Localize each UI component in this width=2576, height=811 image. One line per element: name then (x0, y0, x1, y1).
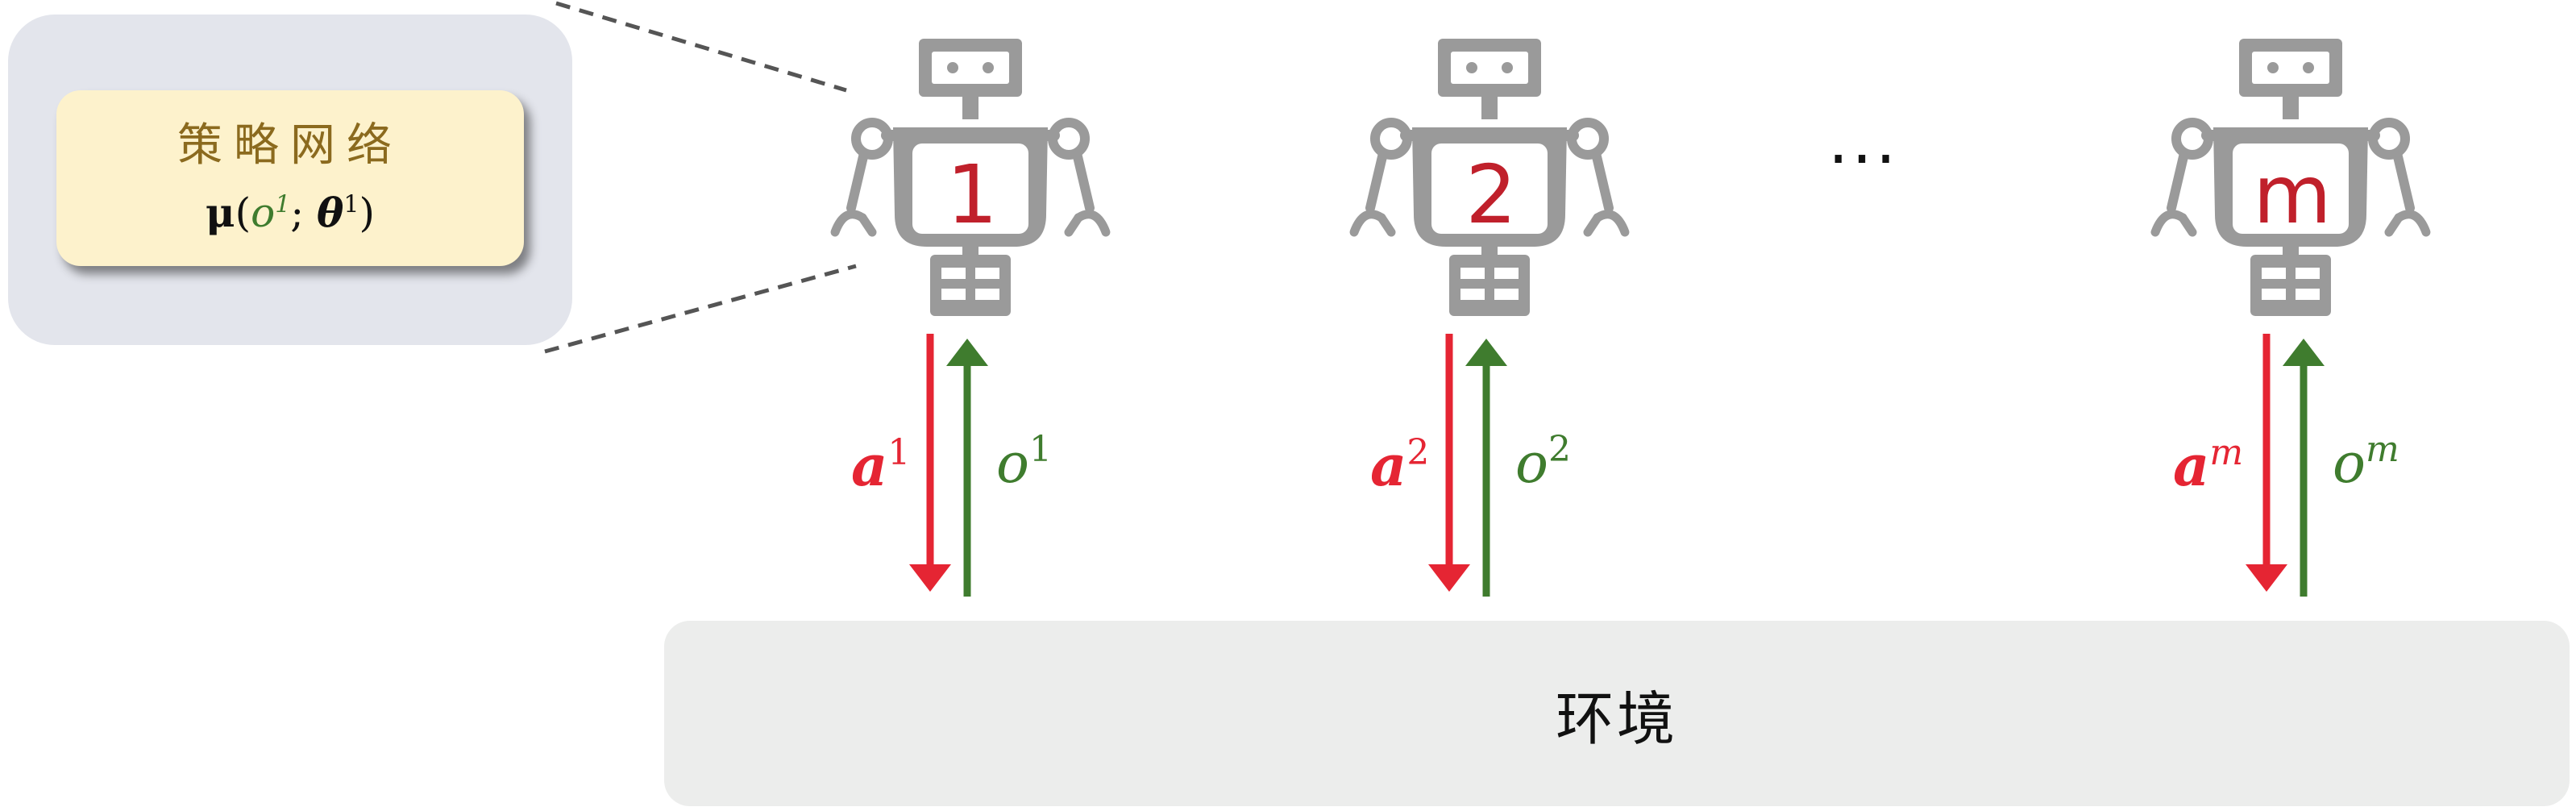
theta-letter: θ (317, 189, 344, 236)
obs-symbol-2: o (1515, 432, 1548, 496)
formula-paren-close: ) (359, 189, 376, 236)
action-symbol-2: a (1370, 432, 1407, 499)
action-label-2: a2 (1370, 435, 1429, 494)
action-sup-2: 2 (1406, 432, 1430, 473)
action-arrowhead-2 (1428, 564, 1470, 592)
obs-symbol-1: o (996, 432, 1029, 496)
policy-network-card: 策略网络 μ(o1; θ1) (56, 90, 524, 266)
observation-arrowhead-2 (1465, 339, 1507, 366)
obs-symbol-m: o (2333, 432, 2366, 496)
observation-label-2: o2 (1515, 432, 1571, 492)
action-symbol-1: a (851, 432, 888, 499)
action-sup-m: m (2209, 432, 2244, 473)
callout-line-bottom (544, 264, 857, 354)
action-sup-1: 1 (887, 432, 911, 473)
action-label-1: a1 (851, 435, 910, 494)
action-arrowhead-m (2246, 564, 2287, 592)
policy-formula: μ(o1; θ1) (206, 190, 375, 234)
obs-sup-1: 1 (1028, 429, 1052, 470)
robot-1-number: 1 (946, 148, 998, 242)
formula-separator: ; (290, 189, 318, 236)
robot-1-icon: 1 (827, 35, 1117, 326)
robot-m-number: m (2253, 148, 2331, 242)
environment-label: 环境 (1555, 684, 1678, 753)
observation-label-1: o1 (996, 432, 1052, 492)
obs-sup-2: 2 (1548, 429, 1571, 470)
action-symbol-m: a (2173, 432, 2210, 499)
theta-sup: 1 (343, 190, 359, 219)
formula-obs-symbol: o (251, 189, 276, 236)
formula-paren-open: ( (235, 189, 251, 236)
agents-ellipsis: ··· (1828, 122, 1900, 197)
action-arrowhead-1 (909, 564, 951, 592)
observation-arrowhead-1 (946, 339, 988, 366)
robot-2-icon: 2 (1346, 35, 1636, 326)
callout-line-top (555, 1, 847, 93)
environment-box: 环境 (664, 621, 2570, 806)
mu-symbol: μ (205, 189, 235, 236)
observation-label-m: om (2333, 432, 2399, 492)
theta-symbol: θ (317, 189, 343, 236)
formula-obs-sup: 1 (275, 190, 291, 219)
policy-network-title: 策略网络 (177, 119, 403, 172)
action-label-m: am (2173, 435, 2243, 494)
robot-m-icon: m (2147, 35, 2437, 326)
observation-arrowhead-m (2283, 339, 2325, 366)
formula-observation: o1 (251, 189, 290, 236)
robot-2-number: 2 (1465, 148, 1517, 242)
obs-sup-m: m (2365, 429, 2399, 470)
